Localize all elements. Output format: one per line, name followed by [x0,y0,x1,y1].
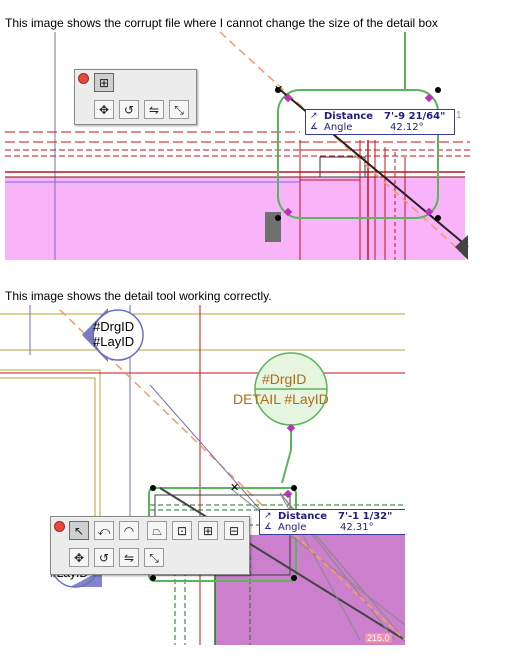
rotate-select-icon[interactable]: ⤺ [94,521,114,540]
mid-handle [283,207,293,217]
handle [150,485,156,491]
detail-boundary [277,89,439,219]
drawing-id-lay: #LayID [93,334,135,349]
tracker-angle-value: 42.12° [390,122,424,133]
cad-canvas-top[interactable]: ✕ [0,32,470,260]
mid-handle [283,93,293,103]
tracker-angle-value: 42.31° [340,522,374,533]
handle [275,87,281,93]
poly-plus-icon[interactable]: ⊞ [198,521,218,540]
tracker-angle-label: Angle [324,122,353,133]
detail-leader [281,449,292,484]
guide-diagonal [59,309,405,644]
cad-view-working[interactable]: ✕ #DrgID #LayID #DrgID DETAIL #LayID #La… [0,305,405,645]
resize-icon[interactable]: ⤡ [144,548,164,567]
move-icon[interactable]: ✥ [94,100,114,119]
distance-icon: ↗ [264,511,272,521]
drawing-id-circle-inner [94,311,142,359]
poly-icon[interactable]: ⏢ [147,521,167,540]
arc-icon[interactable]: ◠ [119,521,139,540]
handle [150,575,156,581]
angle-icon: ∡ [264,522,273,532]
palette-close-button[interactable] [78,73,89,84]
cut-x-marker: ✕ [230,481,239,494]
detail-marker-drg: #DrgID [262,371,307,387]
tracker-box: ↗ Distance 7'-9 21/64" ∡ Angle 42.12° [305,109,455,135]
mid-handle [424,93,434,103]
handle [291,575,297,581]
tracker-box: ↗ Distance 7'-1 1/32" ∡ Angle 42.31° [259,509,405,535]
arrow-select-icon[interactable]: ↖ [69,521,89,540]
distance-icon: ↗ [310,111,318,121]
resize-icon[interactable]: ⤡ [169,100,189,119]
edit-palette[interactable]: ⊞ ✥ ↺ ⇋ ⤡ [74,69,197,125]
edit-palette[interactable]: ↖ ⤺ ◠ ⏢ ⊡ ⊞ ⊟ ✥ ↺ ⇋ ⤡ [50,516,250,575]
rotate-icon[interactable]: ↺ [94,548,114,567]
poly-minus-icon[interactable]: ⊟ [224,521,244,540]
angle-icon: ∡ [310,122,319,132]
palette-close-button[interactable] [54,521,65,532]
poly-add-icon[interactable]: ⊡ [172,521,192,540]
tracker-distance-value: 7'-9 21/64" [384,111,446,122]
mirror-icon[interactable]: ⇋ [144,100,164,119]
move-icon[interactable]: ✥ [69,548,89,567]
handle [435,215,441,221]
tracker-distance-label: Distance [324,111,374,122]
handle [435,87,441,93]
tracker-distance-label: Distance [278,511,328,522]
tracker-distance-value: 7'-1 1/32" [338,511,393,522]
cut-line [159,487,405,641]
tracker-angle-label: Angle [278,522,307,533]
caption-bottom: This image shows the detail tool working… [5,289,272,303]
cad-view-corrupt[interactable]: ✕ ↗ Distance 7'-9 21/64" ∡ Angle 42.12° … [0,32,470,260]
cut-arrow [455,235,468,260]
cad-canvas-bottom[interactable]: ✕ [0,305,405,645]
mirror-icon[interactable]: ⇋ [119,548,139,567]
guide-diagonal [219,32,470,260]
mid-handle [424,207,434,217]
dimension-tag: 215.0 [365,633,392,643]
rotate-icon[interactable]: ↺ [119,100,139,119]
handle [275,215,281,221]
handle [291,485,297,491]
dash-line [294,534,405,641]
mid-handle [283,489,293,499]
caption-top: This image shows the corrupt file where … [5,16,438,30]
drawing-id-drg: #DrgID [93,319,135,334]
mid-handle [286,423,296,433]
detail-marker-label: DETAIL #LayID [233,391,329,407]
select-icon[interactable]: ⊞ [94,73,114,92]
wall-block [319,156,366,178]
tracker-overflow: 1 [456,110,462,121]
wall-block [299,149,361,181]
